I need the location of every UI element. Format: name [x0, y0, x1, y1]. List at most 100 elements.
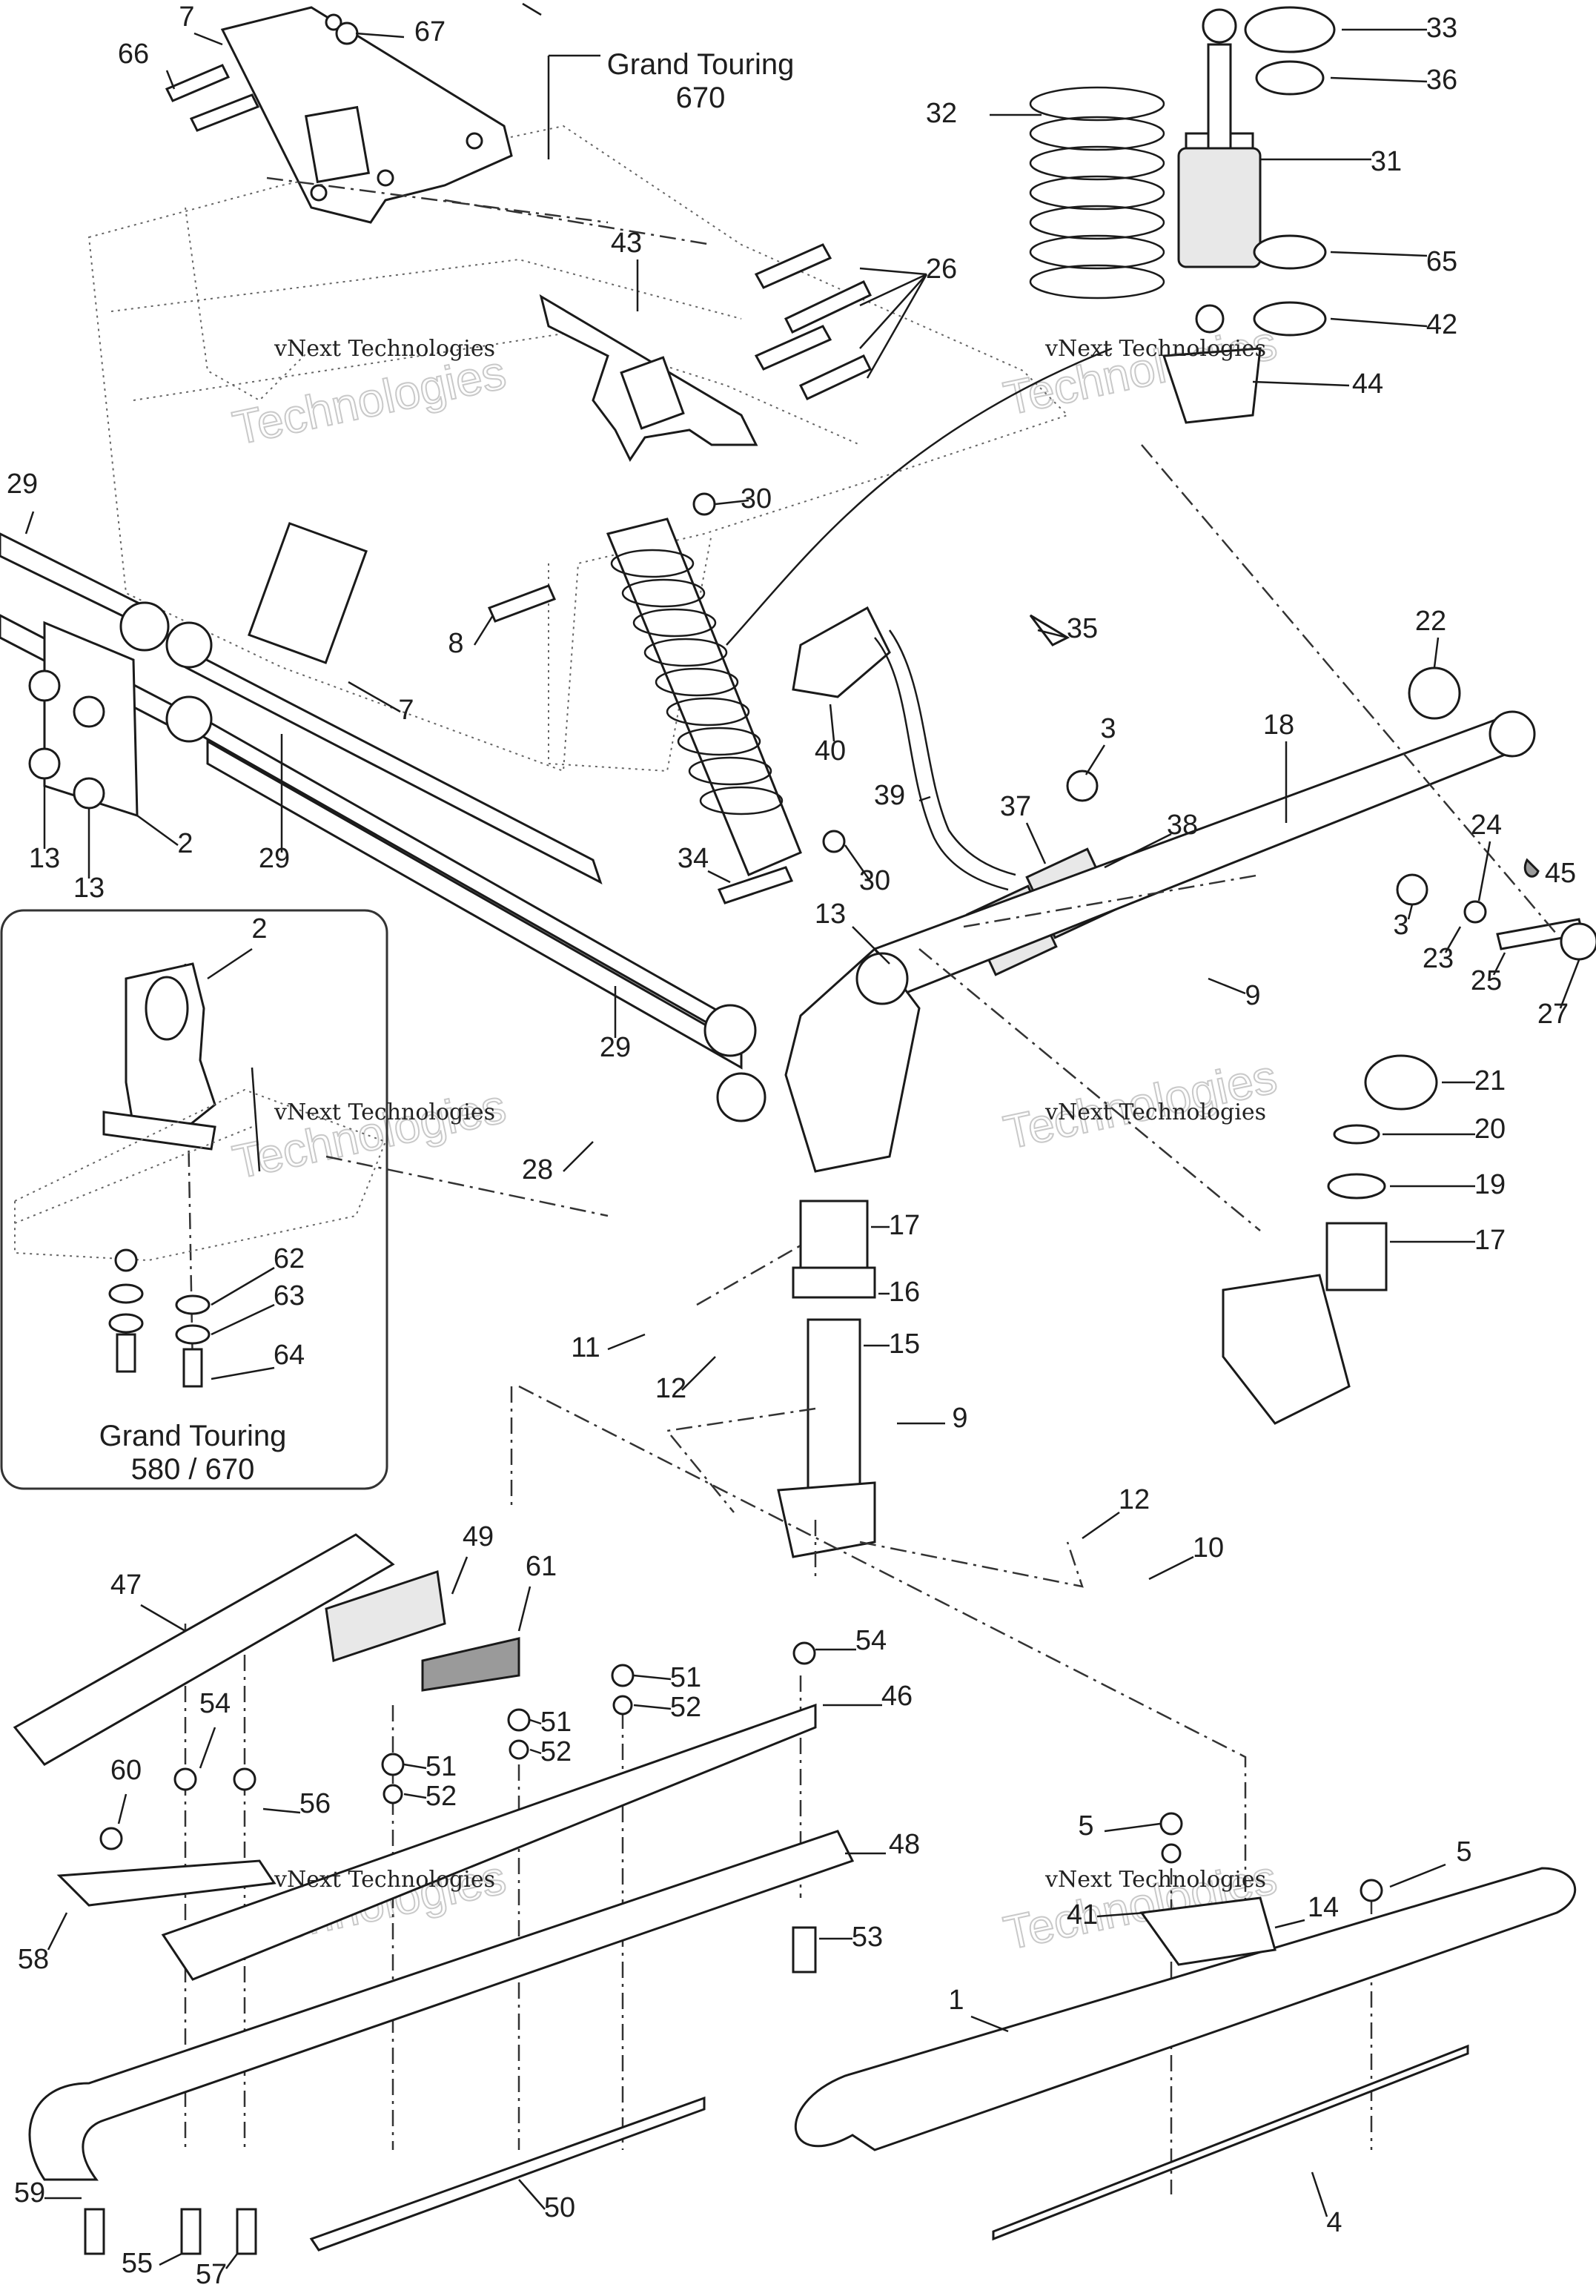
leader-line	[1433, 637, 1440, 668]
part-number-label: 52	[670, 1692, 701, 1723]
part-number-label: 52	[426, 1781, 457, 1812]
part-number-label: 51	[540, 1707, 572, 1738]
leader-line	[165, 70, 176, 90]
part-number-label: 33	[1426, 13, 1457, 44]
leader-line	[633, 1704, 672, 1710]
bolt-26-group	[754, 243, 872, 400]
part-number-label: 40	[815, 735, 846, 767]
part-number-label: 67	[414, 16, 446, 47]
leader-line	[403, 1793, 427, 1799]
leader-line	[681, 1356, 716, 1391]
caption-grand-touring-580: Grand Touring	[99, 1420, 287, 1452]
part-number-label: 10	[1193, 1532, 1224, 1564]
part-number-label: 13	[815, 899, 846, 930]
part-number-label: 27	[1537, 999, 1569, 1030]
part-number-label: 30	[859, 865, 890, 896]
leader-line	[1096, 1911, 1146, 1918]
right-hardware	[1222, 858, 1596, 1425]
ski-assembly-right	[794, 1812, 1577, 2241]
leader-line	[451, 1556, 468, 1595]
leader-line	[1104, 833, 1172, 869]
part-number-label: 26	[926, 254, 957, 285]
part-number-label: 2	[177, 828, 193, 859]
part-number-label: 15	[889, 1329, 920, 1360]
part-number-label: 46	[881, 1681, 913, 1712]
part-number-label: 36	[1426, 64, 1457, 96]
part-number-label: 34	[678, 843, 709, 874]
leader-line	[1330, 76, 1428, 83]
watermark-text: vNext Technologies	[1044, 336, 1266, 362]
part-number-label: 60	[110, 1755, 142, 1786]
leader-line	[918, 795, 931, 802]
shock-installed	[487, 492, 846, 904]
part-number-label: 3	[1100, 713, 1116, 744]
leader-line	[607, 1333, 646, 1351]
leader-line	[1492, 952, 1506, 976]
part-number-label: 11	[571, 1332, 600, 1363]
leader-line	[193, 32, 223, 46]
leader-line	[403, 1763, 427, 1770]
caption-grand-touring-580-model: 580 / 670	[131, 1453, 255, 1486]
leader-line	[1252, 380, 1350, 387]
leader-line	[844, 844, 872, 883]
part-number-label: 43	[611, 228, 642, 259]
inset-panel-grand-touring-580-670	[0, 909, 388, 1490]
part-number-label: 9	[952, 1403, 967, 1434]
leader-line	[1311, 2171, 1328, 2217]
part-number-label: 5	[1078, 1810, 1093, 1842]
part-number-label: 64	[274, 1340, 305, 1371]
part-number-label: 55	[122, 2248, 153, 2279]
part-number-label: 5	[1456, 1836, 1471, 1867]
part-number-label: 8	[448, 628, 463, 659]
part-number-label: 28	[522, 1154, 553, 1185]
part-number-label: 29	[259, 843, 290, 874]
leader-line	[1477, 841, 1491, 901]
leader-line	[1025, 822, 1047, 864]
part-number-label: 7	[179, 1, 194, 33]
part-number-label: 51	[426, 1751, 457, 1782]
part-number-label: 58	[18, 1944, 49, 1975]
leader-line	[211, 1303, 275, 1336]
part-number-label: 35	[1067, 613, 1098, 644]
shock-assembly-upper	[1029, 6, 1336, 424]
leader-line	[518, 2179, 546, 2210]
part-number-label: 30	[741, 483, 772, 515]
part-number-label: 9	[1245, 980, 1260, 1011]
caption-grand-touring-670-model: 670	[676, 82, 726, 114]
leader-line	[529, 1718, 542, 1725]
part-number-label: 3	[1393, 910, 1408, 941]
leader-line	[1148, 1555, 1194, 1581]
leader-line	[1330, 251, 1428, 257]
captions: Grand Touring 670 Grand Touring 580 / 67…	[99, 48, 795, 1486]
part-number-label: 65	[1426, 246, 1457, 277]
leader-line	[529, 1748, 542, 1755]
a-arm-18	[777, 666, 1536, 1558]
cross-tubes	[0, 522, 766, 1122]
part-number-label: 17	[889, 1210, 920, 1241]
leader-line	[1407, 904, 1414, 920]
leader-line	[707, 870, 731, 884]
leader-line	[1274, 1919, 1305, 1929]
part-number-label: 48	[889, 1829, 920, 1860]
part-number-label: 47	[110, 1569, 142, 1601]
leader-line	[829, 704, 835, 742]
part-number-label: 22	[1415, 606, 1446, 637]
part-number-label: 18	[1263, 709, 1294, 741]
part-number-label: 25	[1471, 965, 1502, 996]
part-number-label: 52	[540, 1736, 572, 1767]
part-number-label: 53	[852, 1922, 883, 1953]
part-number-label: 45	[1545, 858, 1576, 889]
part-number-label: 12	[655, 1373, 686, 1404]
watermark-text: vNext Technologies	[274, 1099, 495, 1125]
watermark-text: vNext Technologies	[274, 336, 495, 362]
part-number-label: 39	[874, 780, 905, 811]
part-number-label: 66	[118, 39, 149, 70]
leader-line	[117, 1793, 128, 1824]
part-number-label: 44	[1352, 368, 1383, 400]
part-number-label: 54	[855, 1625, 887, 1656]
mount-bracket-43	[539, 243, 928, 462]
leader-line	[1444, 926, 1462, 953]
part-number-label: 32	[926, 98, 957, 129]
